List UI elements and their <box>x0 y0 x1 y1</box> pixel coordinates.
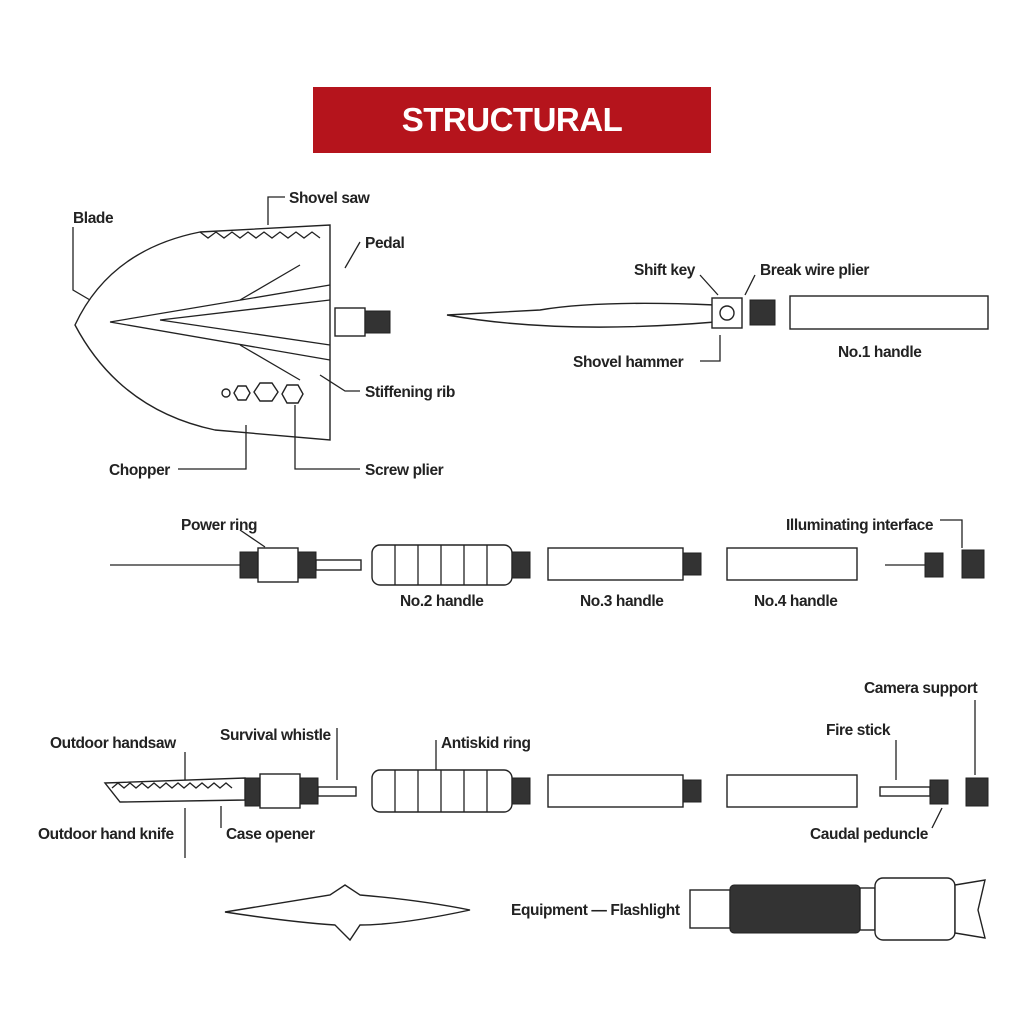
label-outdoor-hand-knife: Outdoor hand knife <box>38 826 175 843</box>
handle-segment-drawing <box>726 774 858 808</box>
label-pedal: Pedal <box>365 235 404 252</box>
pickaxe-drawing <box>224 884 471 942</box>
label-no2-handle: No.2 handle <box>400 593 484 610</box>
saw-blade-drawing <box>446 297 776 329</box>
label-screw-plier: Screw plier <box>365 462 444 479</box>
no3-handle-drawing <box>547 547 702 581</box>
no1-handle-drawing <box>789 295 989 330</box>
label-shift-key: Shift key <box>634 262 696 279</box>
diagram-title: STRUCTURAL DRAWINGS <box>313 87 711 204</box>
label-equipment-flashlight: Equipment — Flashlight <box>511 902 680 919</box>
label-chopper: Chopper <box>109 462 170 479</box>
label-fire-stick: Fire stick <box>826 722 891 739</box>
flashlight-drawing <box>689 877 986 941</box>
label-survival-whistle: Survival whistle <box>220 727 332 744</box>
label-outdoor-handsaw: Outdoor handsaw <box>50 735 177 752</box>
label-antiskid-ring: Antiskid ring <box>441 735 531 752</box>
label-case-opener: Case opener <box>226 826 315 843</box>
label-power-ring: Power ring <box>181 517 257 534</box>
label-camera-support: Camera support <box>864 680 977 697</box>
label-shovel-hammer: Shovel hammer <box>573 354 684 371</box>
label-no1-handle: No.1 handle <box>838 344 922 361</box>
handsaw-drawing <box>103 773 357 809</box>
handle-segment-drawing <box>547 774 702 808</box>
label-no4-handle: No.4 handle <box>754 593 838 610</box>
illuminating-interface-drawing <box>885 549 985 579</box>
label-stiffening-rib: Stiffening rib <box>365 384 455 401</box>
no4-handle-drawing <box>726 547 858 581</box>
leader-lines <box>72 196 976 858</box>
label-no3-handle: No.3 handle <box>580 593 664 610</box>
label-shovel-saw: Shovel saw <box>289 190 371 207</box>
power-ring-drawing <box>110 547 362 583</box>
label-illuminating-interface: Illuminating interface <box>786 517 934 534</box>
fire-stick-drawing <box>879 777 989 807</box>
label-blade: Blade <box>73 210 114 227</box>
label-break-wire-plier: Break wire plier <box>760 262 869 279</box>
shovel-blade-drawing <box>74 224 391 441</box>
antiskid-ring-handle-drawing <box>371 769 531 813</box>
no2-handle-drawing <box>371 544 531 586</box>
label-caudal-peduncle: Caudal peduncle <box>810 826 929 843</box>
